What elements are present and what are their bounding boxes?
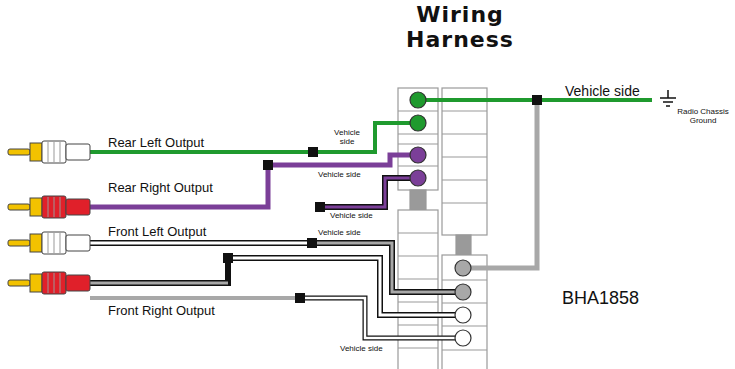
ground-label: Radio Chassis Ground <box>675 108 731 126</box>
rca-plug <box>8 272 90 294</box>
rca-plugs <box>8 141 90 294</box>
connector-pins <box>410 92 471 346</box>
output-label: Front Right Output <box>108 304 215 318</box>
diagram-title: Wiring Harness <box>385 2 535 53</box>
output-label: Rear Left Output <box>108 136 204 150</box>
rca-plug <box>8 141 90 163</box>
rca-plug <box>8 196 90 218</box>
wires <box>90 100 652 338</box>
ground-symbol <box>660 90 676 106</box>
output-label: Rear Right Output <box>108 181 213 195</box>
wire-label: Vehicle side <box>330 129 364 147</box>
rca-plug <box>8 232 90 254</box>
splice-marks <box>223 95 542 303</box>
output-label: Front Left Output <box>108 225 206 239</box>
wire-label: Vehicle side <box>340 345 383 354</box>
part-number: BHA1858 <box>562 289 639 309</box>
wire-label: Vehicle side <box>318 171 361 180</box>
connector-housing <box>398 88 487 369</box>
wire-label: Vehicle side <box>330 212 373 221</box>
wire-label: Vehicle side <box>565 84 640 99</box>
wire-label: Vehicle side <box>318 229 361 238</box>
